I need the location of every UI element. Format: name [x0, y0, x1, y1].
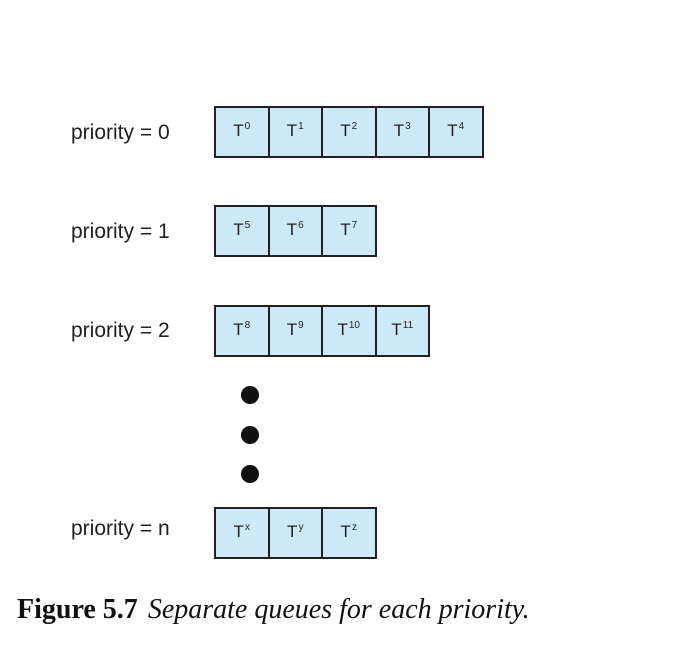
figure-caption-text: Separate queues for each priority. — [147, 594, 530, 625]
priority-label: priority = n — [71, 517, 170, 540]
priority-label: priority = 2 — [71, 319, 170, 342]
figure-number: Figure 5.7 — [17, 594, 138, 625]
priority-label: priority = 0 — [71, 121, 170, 144]
figure-caption: Figure 5.7 Separate queues for each prior… — [17, 594, 530, 626]
ellipsis-dot — [241, 426, 259, 444]
ellipsis-dot — [241, 386, 259, 404]
priority-label: priority = 1 — [71, 220, 170, 243]
ellipsis-dot — [241, 465, 259, 483]
